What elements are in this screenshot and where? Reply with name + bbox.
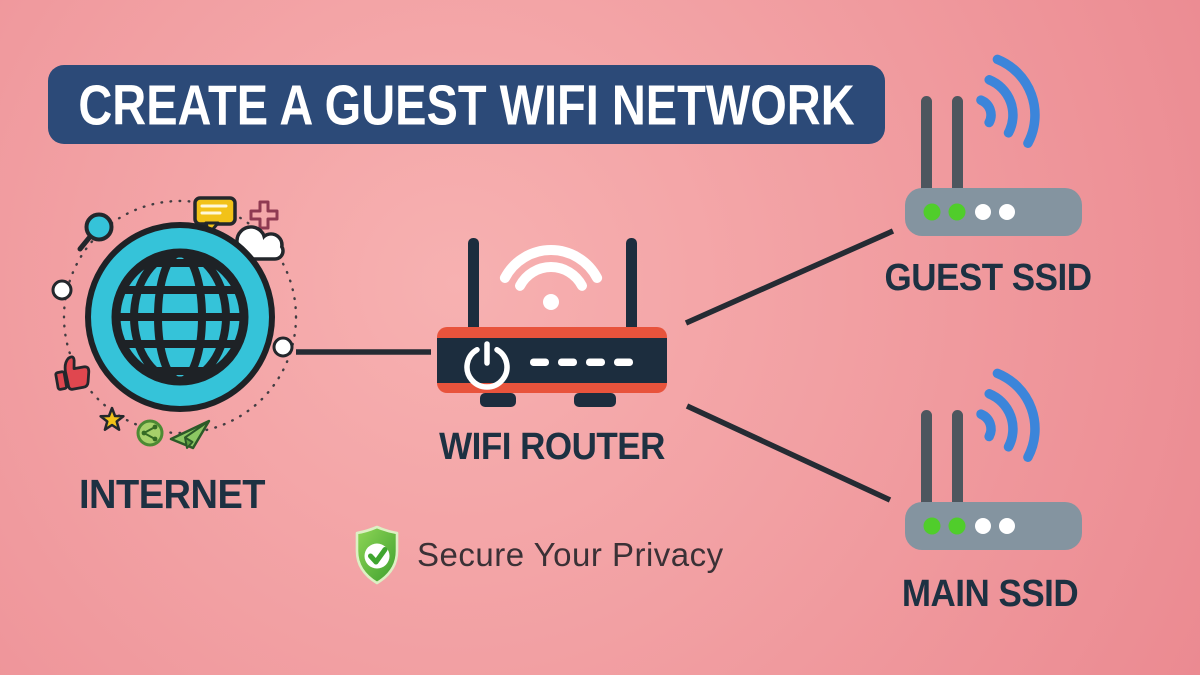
guest-ssid-label: GUEST SSID: [884, 256, 1092, 299]
orbit-dot-right: [272, 336, 294, 358]
connection-router-main: [685, 403, 892, 503]
shield-check-icon: [355, 525, 399, 585]
paper-plane-icon: [169, 419, 211, 450]
internet-label: INTERNET: [79, 472, 266, 518]
star-icon: [99, 406, 125, 431]
orbit-dot-left: [51, 279, 73, 301]
wifi-signal-icon: [499, 245, 603, 310]
speech-bubble-icon: [193, 196, 237, 236]
router-indicator-dashes: [530, 358, 633, 366]
power-icon: [464, 341, 510, 390]
privacy-tagline: Secure Your Privacy: [417, 536, 724, 573]
router-foot-right: [574, 393, 616, 407]
guest-access-point-icon: [895, 48, 1105, 248]
connection-router-guest: [684, 228, 895, 326]
internet-globe-icon: [51, 196, 298, 450]
globe-icon: [85, 222, 275, 412]
router-antenna-left: [468, 238, 479, 333]
share-icon: [136, 419, 164, 447]
router-antenna-right: [626, 238, 637, 333]
dotted-orbit: [62, 199, 298, 435]
page-title: CREATE A GUEST WIFI NETWORK: [78, 72, 855, 137]
main-ssid-label: MAIN SSID: [901, 572, 1079, 615]
plus-icon: [249, 200, 279, 230]
router-label: WIFI ROUTER: [439, 425, 665, 468]
router-foot-left: [480, 393, 516, 407]
thumbs-up-icon: [54, 355, 91, 391]
main-access-point-icon: [895, 362, 1105, 562]
privacy-tagline-row: Secure Your Privacy: [352, 524, 724, 586]
wifi-router-icon: [437, 238, 667, 407]
title-banner: CREATE A GUEST WIFI NETWORK: [48, 65, 885, 144]
magnifier-icon: [77, 212, 114, 252]
